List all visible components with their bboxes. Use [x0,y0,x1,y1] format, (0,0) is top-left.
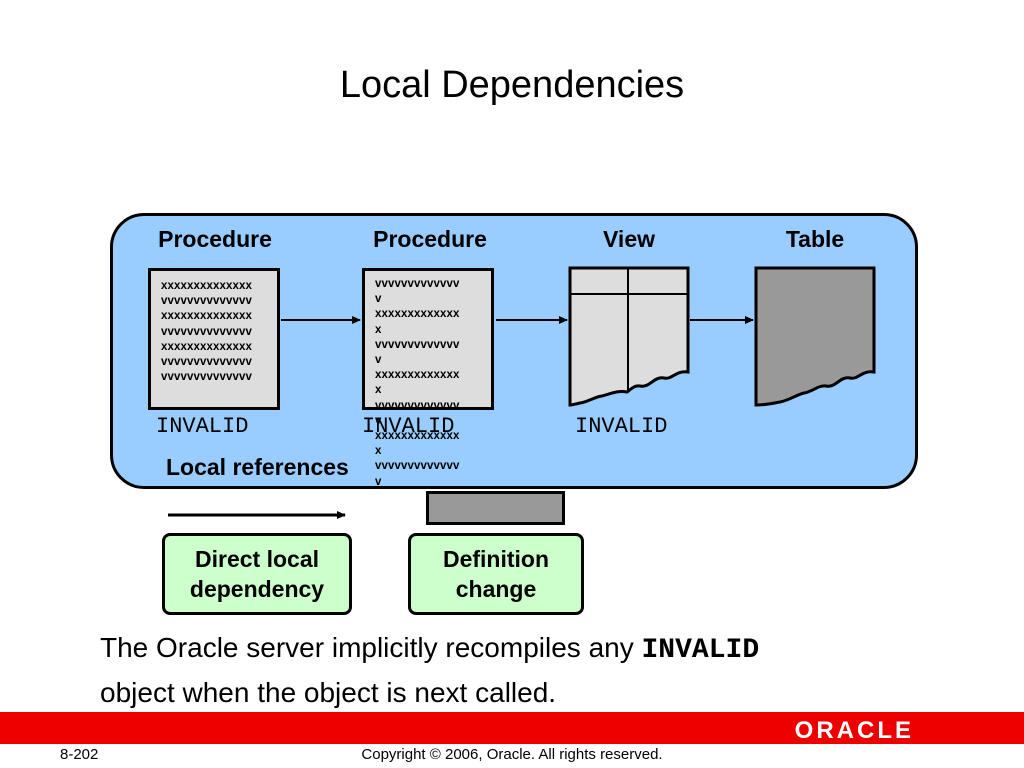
code-line: xxxxxxxxxxxxx [375,369,460,382]
code-line: x [375,323,382,336]
code-line: vvvvvvvvvvvvvv [161,356,252,369]
slide-title: Local Dependencies [339,64,685,106]
code-line: xxxxxxxxxxxxxx [161,280,252,292]
code-line: v [375,414,382,427]
code-line: x [375,445,382,458]
code-line: vvvvvvvvvvvvvv [161,371,252,384]
body-text-part-2: object when the object is next called. [100,677,557,708]
table-shape [754,266,876,407]
local-references-label: Local references [166,454,349,480]
footer-red-bar [0,712,1024,744]
legend-direct-local-dependency: Direct local dependency [162,533,352,615]
code-line: vvvvvvvvvvvvv [375,460,460,473]
code-line: v [375,475,382,488]
oracle-logo: ORACLE [794,717,914,744]
code-line: v [375,354,382,367]
code-line: vvvvvvvvvvvvv [375,278,460,290]
header-procedure-1: Procedure [158,226,272,252]
code-line: xxxxxxxxxxxxxx [161,310,252,323]
procedure-2-box: vvvvvvvvvvvvv v xxxxxxxxxxxxx x vvvvvvvv… [362,268,494,488]
body-keyword-invalid: INVALID [641,635,760,666]
code-line: vvvvvvvvvvvvvv [161,325,252,338]
header-view: View [603,226,655,252]
code-line: vvvvvvvvvvvvv [375,338,460,351]
code-line: x [375,384,382,397]
body-text-part-1: The Oracle server implicitly recompiles … [100,632,642,663]
invalid-label-proc1: INVALID [156,414,249,439]
header-procedure-2: Procedure [373,226,487,252]
page-number: 8-202 [60,746,99,763]
legend-definition-change: Definition change [408,533,584,615]
code-line: xxxxxxxxxxxxxx [161,340,252,353]
definition-change-swatch [426,491,565,525]
code-line: xxxxxxxxxxxxx [375,308,460,321]
invalid-label-view: INVALID [575,414,668,439]
view-shape [568,266,690,407]
code-line: v [375,293,382,306]
code-line: xxxxxxxxxxxxx [375,430,460,443]
body-text: The Oracle server implicitly recompiles … [100,627,759,714]
code-line: vvvvvvvvvvvvvv [161,295,252,308]
code-line: vvvvvvvvvvvvv [375,399,460,412]
invalid-label-proc2: INVALID [362,414,455,439]
procedure-1-box: xxxxxxxxxxxxxx vvvvvvvvvvvvvv xxxxxxxxxx… [148,268,280,410]
header-table: Table [785,226,845,252]
copyright-notice: Copyright © 2006, Oracle. All rights res… [361,746,663,763]
